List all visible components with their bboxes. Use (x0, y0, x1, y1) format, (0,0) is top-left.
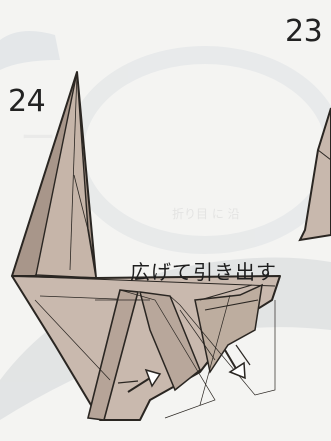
right-fold (194, 283, 263, 374)
step-number-current: 24 (8, 84, 46, 119)
step-number-next: 23 (285, 14, 323, 49)
svg-text:折り目 に 沿: 折り目 に 沿 (172, 206, 240, 221)
instruction-text: 広げて引き出す (130, 260, 277, 284)
svg-text:ー: ー (20, 118, 56, 159)
step-23-figure (298, 107, 331, 242)
pull-arrow-right (224, 344, 251, 380)
step-24-figure (11, 71, 281, 421)
pull-arrow-left (117, 368, 162, 393)
mid-fold (138, 291, 201, 392)
leg-strip (87, 289, 140, 421)
